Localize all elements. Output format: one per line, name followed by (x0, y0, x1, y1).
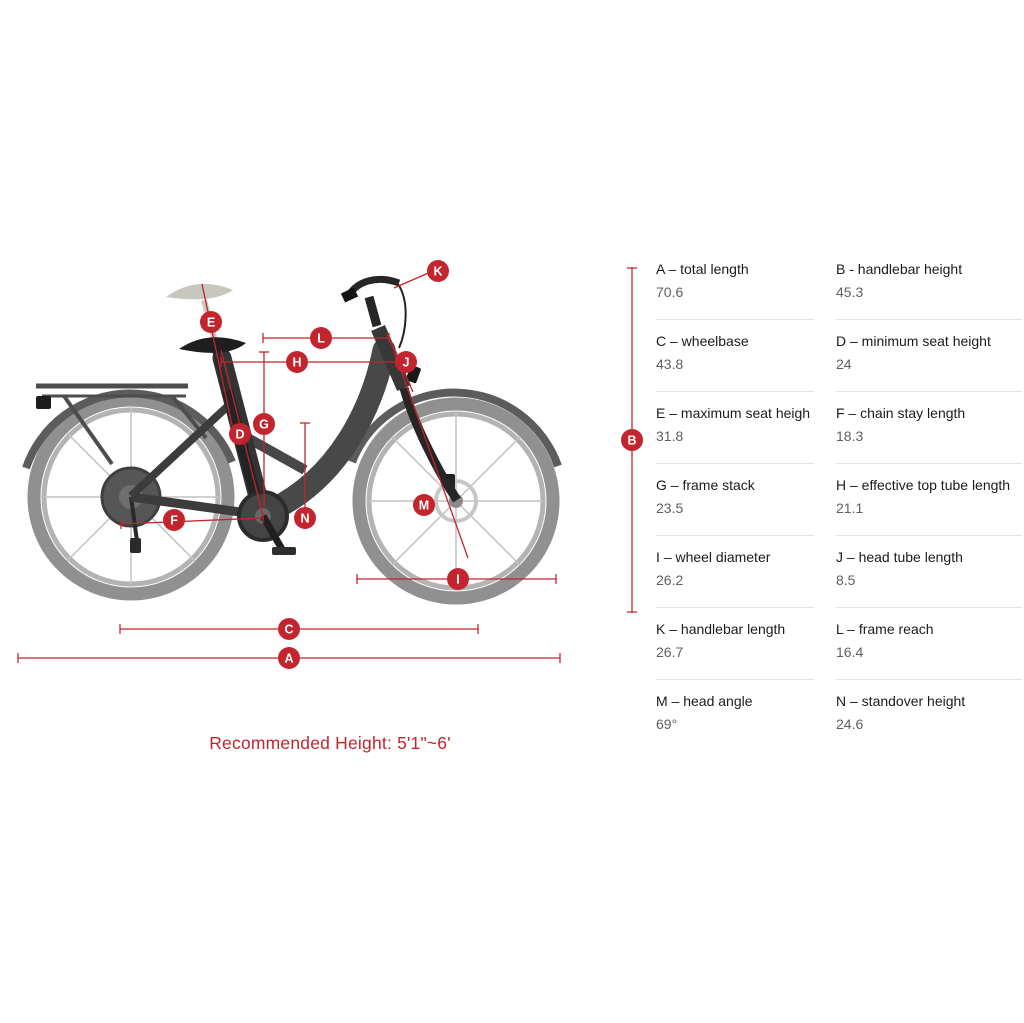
marker-a: A (278, 647, 300, 669)
spec-item-d: D – minimum seat height 24 (836, 320, 1022, 392)
disc-rotor (434, 479, 478, 523)
handlebar (346, 276, 401, 298)
spec-value: 26.7 (656, 644, 684, 660)
spec-list: A – total length 70.6 B - handlebar heig… (656, 248, 1022, 751)
spec-item-f: F – chain stay length 18.3 (836, 392, 1022, 464)
grip (340, 287, 359, 303)
marker-n: N (294, 507, 316, 529)
dim-line-k (393, 270, 434, 289)
spec-value: 24 (836, 356, 852, 372)
spec-value: 69° (656, 716, 678, 732)
spec-label: G – frame stack (656, 477, 755, 493)
spec-label: B - handlebar height (836, 261, 963, 277)
dim-line-f (120, 513, 264, 529)
marker-k: K (427, 260, 449, 282)
spec-value: 18.3 (836, 428, 864, 444)
svg-text:D: D (235, 428, 244, 442)
tail-light (36, 396, 51, 409)
seatstay (128, 402, 232, 499)
spec-item-e: E – maximum seat heigh 31.8 (656, 392, 814, 464)
spec-label: L – frame reach (836, 621, 934, 637)
handlebar-assembly (340, 276, 407, 349)
bike-illustration: E L H J K D G M N F I C A B (17, 260, 643, 669)
spec-item-h: H – effective top tube length 21.1 (836, 464, 1022, 536)
spec-value: 70.6 (656, 284, 684, 300)
marker-f: F (163, 509, 185, 531)
spec-value: 23.5 (656, 500, 684, 516)
spec-label: D – minimum seat height (836, 333, 991, 349)
svg-text:A: A (284, 652, 293, 666)
spec-item-n: N – standover height 24.6 (836, 680, 1022, 751)
svg-text:K: K (433, 265, 442, 279)
spec-label: N – standover height (836, 693, 966, 709)
spec-item-l: L – frame reach 16.4 (836, 608, 1022, 680)
front-spokes (366, 411, 546, 591)
spec-value: 21.1 (836, 500, 864, 516)
spec-label: M – head angle (656, 693, 753, 709)
recommended-height-text: Recommended Height: 5'1"~6' (209, 733, 451, 753)
svg-text:G: G (259, 418, 269, 432)
marker-b: B (621, 429, 643, 451)
marker-g: G (253, 413, 275, 435)
spec-item-c: C – wheelbase 43.8 (656, 320, 814, 392)
marker-h: H (286, 351, 308, 373)
spec-item-b: B - handlebar height 45.3 (836, 248, 1022, 320)
saddle (179, 337, 246, 353)
spec-label: C – wheelbase (656, 333, 749, 349)
spec-value: 26.2 (656, 572, 684, 588)
dim-line-e (201, 283, 234, 431)
spec-item-j: J – head tube length 8.5 (836, 536, 1022, 608)
svg-text:J: J (403, 356, 410, 370)
down-tube (260, 338, 396, 522)
spec-item-g: G – frame stack 23.5 (656, 464, 814, 536)
battery-panel (221, 388, 264, 507)
dim-line-n (300, 422, 310, 514)
spec-label: E – maximum seat heigh (656, 405, 811, 421)
ghost-saddle (166, 283, 233, 300)
spec-label: A – total length (656, 261, 749, 277)
dim-line-m (390, 341, 469, 559)
svg-text:E: E (207, 316, 215, 330)
svg-text:I: I (456, 573, 459, 587)
spec-item-i: I – wheel diameter 26.2 (656, 536, 814, 608)
marker-l: L (310, 327, 332, 349)
rear-fender (22, 389, 236, 470)
fork (399, 386, 461, 503)
spec-value: 45.3 (836, 284, 864, 300)
spec-item-k: K – handlebar length 26.7 (656, 608, 814, 680)
spec-value: 43.8 (656, 356, 684, 372)
svg-text:M: M (419, 499, 429, 513)
marker-j: J (395, 351, 417, 373)
spec-label: H – effective top tube length (836, 477, 1011, 493)
marker-m: M (413, 494, 435, 516)
derailleur (129, 496, 141, 553)
svg-text:H: H (292, 356, 301, 370)
spec-item-a: A – total length 70.6 (656, 248, 814, 320)
spec-label: K – handlebar length (656, 621, 786, 637)
svg-text:N: N (300, 512, 309, 526)
spec-label: J – head tube length (836, 549, 963, 565)
marker-c: C (278, 618, 300, 640)
stem (364, 295, 382, 328)
marker-i: I (447, 568, 469, 590)
spec-item-m: M – head angle 69° (656, 680, 814, 751)
svg-text:C: C (284, 623, 293, 637)
spec-value: 16.4 (836, 644, 864, 660)
svg-text:F: F (170, 514, 178, 528)
spec-value: 31.8 (656, 428, 684, 444)
spec-label: F – chain stay length (836, 405, 966, 421)
marker-e: E (200, 311, 222, 333)
svg-text:B: B (627, 434, 636, 448)
spec-value: 24.6 (836, 716, 864, 732)
spec-label: I – wheel diameter (656, 549, 771, 565)
front-fender (348, 388, 562, 468)
brake-cable (397, 283, 407, 349)
marker-d: D (229, 423, 251, 445)
svg-text:L: L (317, 332, 325, 346)
spec-value: 8.5 (836, 572, 856, 588)
